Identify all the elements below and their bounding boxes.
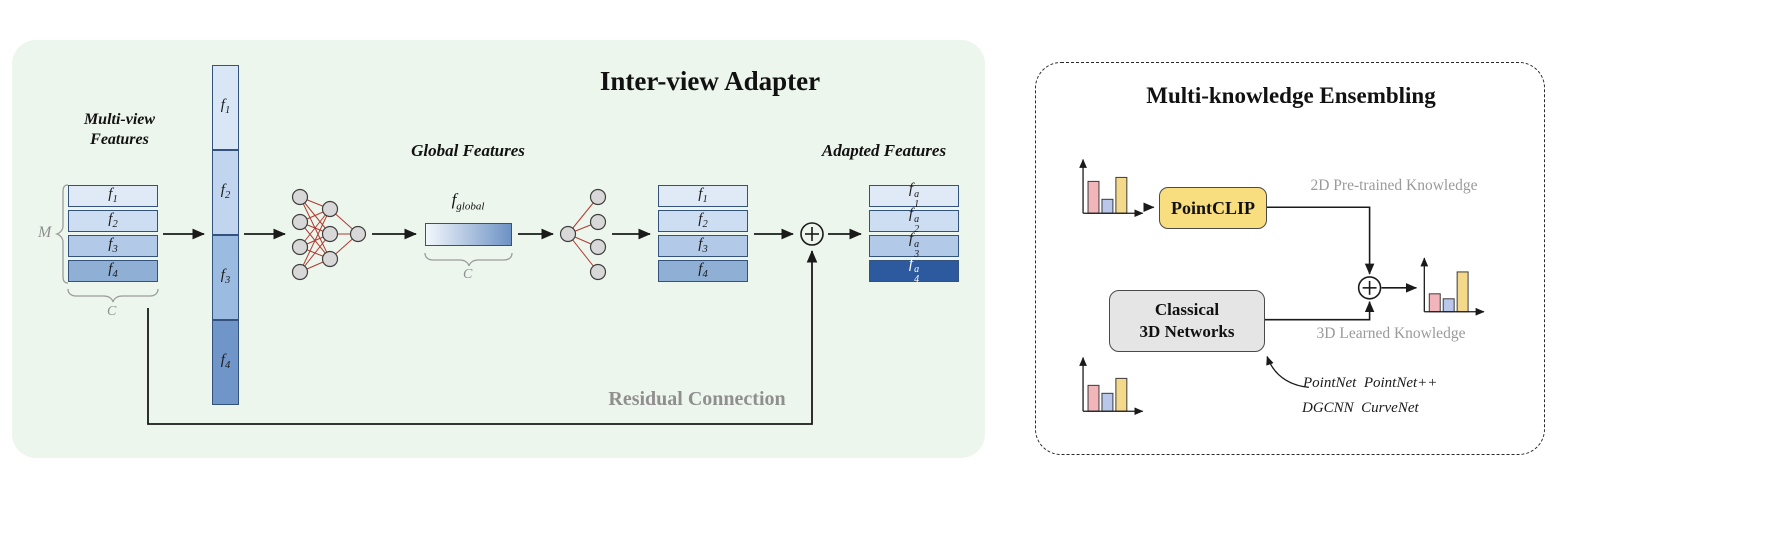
feature-label: f4	[220, 352, 231, 372]
decoded-feature-box-3: f3	[658, 235, 748, 257]
feature-label: f2	[698, 210, 708, 230]
pointclip-box: PointCLIP	[1159, 187, 1267, 229]
feature-label: f2	[108, 210, 118, 230]
adapted-features-label: Adapted Features	[821, 141, 947, 160]
bar-chart-icon	[1420, 257, 1485, 316]
decoded-feature-box-4: f4	[658, 260, 748, 282]
multiview-feature-box-4: f4	[68, 260, 158, 282]
mlp-decoder-icon	[559, 188, 607, 281]
feature-label: f4	[108, 260, 118, 280]
feature-label: f1	[698, 185, 708, 205]
ensembling-title: Multi-knowledge Ensembling	[1146, 83, 1436, 108]
classical-3d-networks-box: Classical 3D Networks	[1109, 290, 1265, 352]
residual-connection-label: Residual Connection	[608, 388, 786, 410]
decoded-feature-box-1: f1	[658, 185, 748, 207]
networks-annotation-arrow	[1266, 355, 1309, 388]
multiview-features-label: Multi-view Features	[37, 110, 202, 150]
m-brace	[54, 184, 69, 284]
feature-label: f3	[108, 235, 118, 255]
adapter-title: Inter-view Adapter	[599, 66, 821, 96]
networks-list-line2: DGCNN CurveNet	[1302, 400, 1419, 416]
multiview-features-line2: Features	[90, 131, 149, 148]
adapter-wiring-layer	[54, 184, 862, 425]
circled-plus-icon	[1357, 276, 1382, 300]
3d-learned-knowledge-label: 3D Learned Knowledge	[1316, 325, 1466, 342]
classical-box-line2: 3D Networks	[1139, 322, 1235, 341]
concat-feature-segment-1: f1	[212, 65, 239, 150]
multiview-feature-box-1: f1	[68, 185, 158, 207]
feature-label: f1	[108, 185, 118, 205]
feature-label: f1	[220, 97, 231, 117]
c-brace-global	[424, 252, 513, 267]
feature-label: f3	[698, 235, 708, 255]
multiview-feature-box-3: f3	[68, 235, 158, 257]
residual-connection-line	[147, 250, 818, 425]
global-feature-vector	[425, 223, 512, 246]
inter-view-adapter-panel: Inter-view Adapter Multi-view Features M…	[12, 40, 985, 458]
c-dimension-label: C	[107, 304, 117, 319]
c-dimension-label-global: C	[463, 267, 473, 282]
networks-list-line1: PointNet PointNet++	[1303, 375, 1438, 391]
concat-feature-segment-3: f3	[212, 235, 239, 320]
mlp-encoder-icon	[291, 188, 367, 281]
global-features-label: Global Features	[411, 141, 525, 160]
c-brace	[67, 288, 159, 303]
f-global-label: fglobal	[451, 190, 485, 213]
2d-pretrained-knowledge-label: 2D Pre-trained Knowledge	[1310, 177, 1478, 194]
concat-feature-segment-2: f2	[212, 150, 239, 235]
ensembling-wires	[1143, 202, 1418, 321]
decoded-feature-box-2: f2	[658, 210, 748, 232]
multi-knowledge-ensembling-panel: Multi-knowledge Ensembling PointCLIP Cla…	[1035, 62, 1545, 455]
feature-label: f4	[698, 260, 708, 280]
bar-chart-icon	[1079, 158, 1144, 218]
dimension-braces	[54, 184, 513, 303]
feature-label: f3	[220, 267, 231, 287]
multiview-features-line1: Multi-view	[83, 111, 156, 128]
multiview-feature-box-2: f2	[68, 210, 158, 232]
concat-feature-segment-4: f4	[212, 320, 239, 405]
classical-box-line1: Classical	[1154, 299, 1220, 319]
ensembling-wiring-layer	[1079, 158, 1485, 416]
m-dimension-label: M	[38, 224, 52, 241]
feature-label: f2	[220, 182, 231, 202]
circled-plus-icon	[800, 222, 824, 246]
bar-chart-icon	[1079, 356, 1144, 416]
